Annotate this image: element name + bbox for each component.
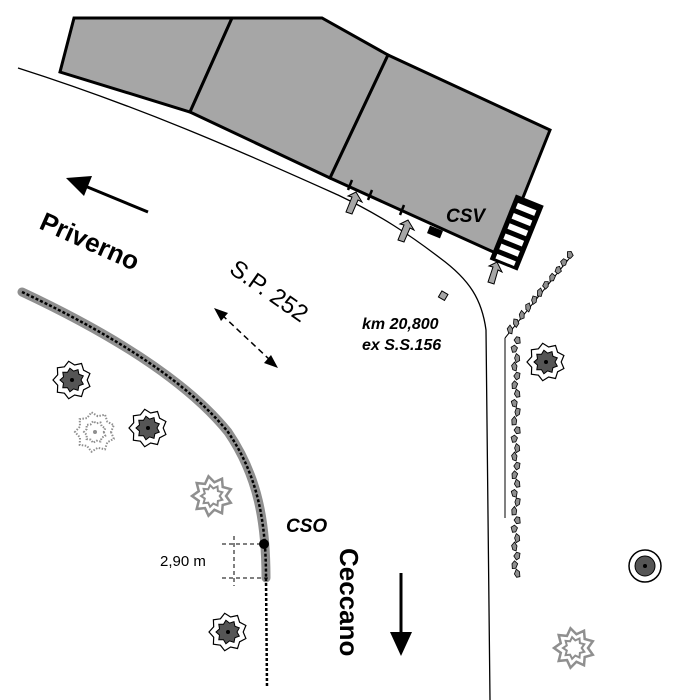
- hedge-stone: [513, 388, 521, 398]
- shrub-1: [52, 360, 91, 400]
- hedge-stone: [513, 426, 521, 435]
- kerb-line-south: [264, 577, 269, 689]
- shrubs: [52, 342, 662, 670]
- label-csv: CSV: [446, 206, 486, 227]
- hedge-stone: [536, 287, 543, 297]
- hedge-stones: [506, 250, 574, 578]
- hedge-stone: [514, 407, 521, 418]
- hedge-stone: [514, 442, 521, 454]
- shrub-3: [128, 408, 167, 448]
- hedge-stone: [513, 516, 521, 525]
- label-km: km 20,800: [362, 316, 439, 333]
- hedge-stone: [514, 352, 521, 364]
- shrub-5: [208, 612, 247, 652]
- hedge-stone: [513, 478, 521, 488]
- hedge-stone: [542, 281, 549, 290]
- hedge-stone: [510, 344, 518, 353]
- hedge-stone: [511, 451, 518, 462]
- shrub-2: [73, 410, 116, 454]
- arrow-ceccano: [390, 573, 412, 656]
- hedge-stone: [511, 380, 519, 390]
- hedge-stone: [513, 461, 521, 471]
- shrub-4: [189, 474, 233, 518]
- shrub-7: [628, 549, 662, 583]
- hedge-stone: [506, 324, 514, 335]
- hedge-stone: [513, 568, 521, 578]
- hedge-stone: [513, 318, 520, 329]
- hedge-stone: [510, 399, 518, 408]
- label-priverno: Priverno: [36, 206, 145, 276]
- label-ex-ss: ex S.S.156: [362, 337, 441, 354]
- label-road: S.P. 252: [225, 255, 313, 328]
- hedge-stone: [511, 541, 518, 552]
- hedge-stone: [510, 489, 518, 498]
- hedge-stone: [514, 497, 521, 508]
- hedge-stone: [525, 302, 532, 313]
- section-point: [259, 539, 269, 549]
- hedge-stone: [514, 532, 521, 544]
- hedge-stone: [511, 470, 519, 480]
- shrub-8: [551, 626, 595, 670]
- label-width: 2,90 m: [160, 553, 206, 570]
- hedge-stone: [511, 560, 519, 570]
- hedge-stone: [511, 361, 518, 372]
- hedge-stone: [567, 250, 574, 259]
- hedge-stone: [510, 524, 518, 533]
- hedge-stone: [560, 258, 568, 267]
- hedge-stone: [554, 265, 562, 275]
- label-cso: CSO: [286, 516, 327, 537]
- arrow-priverno: [66, 176, 149, 214]
- shrub-6: [526, 342, 565, 382]
- kerb-line-west: [21, 290, 268, 579]
- hedge-stone: [511, 415, 518, 426]
- hedge-stone: [518, 309, 525, 321]
- hedge-stone: [513, 371, 521, 381]
- hedge-stone: [549, 272, 556, 282]
- hedge-stone: [513, 336, 521, 345]
- hedge-stone: [511, 505, 518, 516]
- building-ticks: [346, 179, 406, 216]
- hedge-stone: [510, 434, 518, 443]
- csv-marker: [427, 225, 443, 239]
- hedge-stone: [513, 551, 521, 561]
- hedge-stone: [531, 295, 538, 306]
- access-arrows: [345, 191, 504, 302]
- arrow-road-double: [214, 308, 278, 368]
- label-ceccano: Ceccano: [334, 548, 364, 656]
- pump-canopy: [489, 194, 544, 271]
